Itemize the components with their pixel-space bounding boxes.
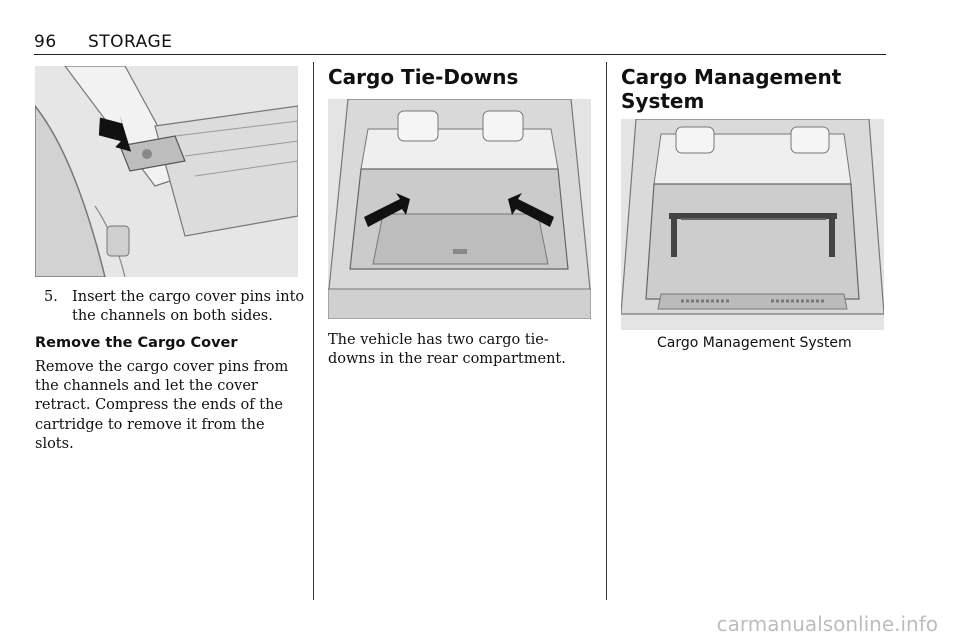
step-number: 5. [44,289,58,305]
cargo-management-heading: Cargo Management System [621,65,841,113]
cargo-tie-downs-heading: Cargo Tie-Downs [328,65,519,89]
column-divider-2 [606,62,607,600]
column-divider-1 [313,62,314,600]
watermark: carmanualsonline.info [716,612,938,636]
remove-cargo-cover-paragraph: Remove the cargo cover pins from the cha… [35,359,289,452]
cargo-tie-downs-illustration [328,99,591,319]
figure-caption: Cargo Management System [657,335,852,351]
cargo-cover-pin-illustration [35,66,298,277]
cargo-management-system-illustration [621,119,884,330]
remove-cargo-cover-heading: Remove the Cargo Cover [35,335,238,351]
page-header: 96 STORAGE [34,30,886,55]
cargo-management-heading-line1: Cargo Management [621,65,842,89]
page-number: 96 [34,32,57,52]
step-5: 5. Insert the cargo cover pins into the … [44,288,306,326]
step-text: Insert the cargo cover pins into the cha… [72,289,305,324]
section-title: STORAGE [88,32,173,52]
cargo-management-heading-line2: System [621,89,705,113]
cargo-tie-downs-paragraph: The vehicle has two cargo tie-downs in t… [328,332,566,368]
